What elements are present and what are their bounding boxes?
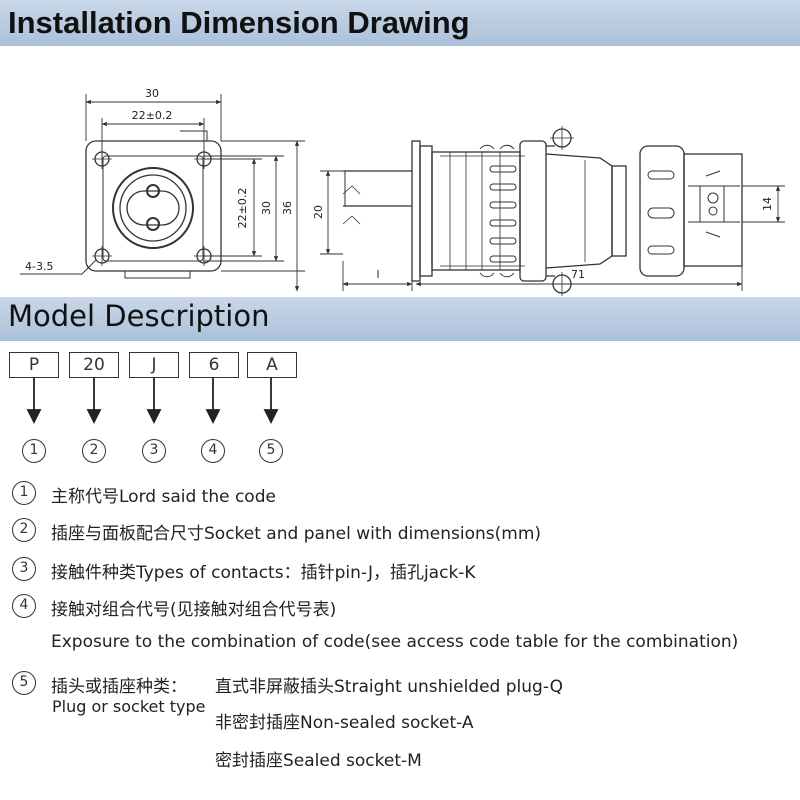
dim-length-total: 71 — [571, 268, 585, 281]
front-view — [20, 94, 305, 292]
desc-row-4-en: Exposure to the combination of code(see … — [51, 632, 739, 652]
code-box-1: P — [9, 352, 59, 378]
code-box-4: 6 — [189, 352, 239, 378]
code-arrows — [26, 378, 279, 425]
desc-number-2: 2 — [12, 518, 36, 542]
model-band — [0, 297, 800, 341]
dim-panel-height: 20 — [312, 205, 325, 219]
desc-row-2: 插座与面板配合尺寸Socket and panel with dimension… — [51, 524, 542, 544]
arrow-down-icon — [26, 378, 279, 425]
page-title: Installation Dimension Drawing — [8, 5, 470, 40]
code-number-3: 3 — [142, 439, 166, 463]
dimension-drawing: 30 22±0.2 22±0.2 30 36 4-3.5 — [20, 87, 785, 296]
code-number-4: 4 — [201, 439, 225, 463]
code-box-3: J — [129, 352, 179, 378]
code-box-5: A — [247, 352, 297, 378]
code-number-1: 1 — [22, 439, 46, 463]
dim-height-outer: 36 — [281, 201, 294, 215]
code-number-2: 2 — [82, 439, 106, 463]
dim-width-outer: 30 — [145, 87, 159, 100]
option-socket-m: 密封插座Sealed socket-M — [215, 751, 422, 771]
desc-number-5: 5 — [12, 671, 36, 695]
desc-number-3: 3 — [12, 557, 36, 581]
option-socket-a: 非密封插座Non-sealed socket-A — [215, 713, 474, 733]
desc-row-1: 主称代号Lord said the code — [51, 487, 276, 507]
dim-mount-holes: 4-3.5 — [25, 260, 53, 273]
dim-height-inner: 30 — [260, 201, 273, 215]
desc-number-1: 1 — [12, 481, 36, 505]
dim-length-l: l — [376, 268, 379, 281]
desc-row-5: 插头或插座种类： — [51, 677, 187, 697]
desc-row-5-en: Plug or socket type — [52, 697, 206, 716]
side-view — [320, 126, 785, 296]
title-band — [0, 0, 800, 46]
option-plug-q: 直式非屏蔽插头Straight unshielded plug-Q — [215, 677, 563, 697]
desc-number-4: 4 — [12, 594, 36, 618]
code-number-5: 5 — [259, 439, 283, 463]
code-box-2: 20 — [69, 352, 119, 378]
desc-row-3: 接触件种类Types of contacts：插针pin-J，插孔jack-K — [51, 563, 476, 583]
dim-hole-spacing-v: 22±0.2 — [236, 188, 249, 229]
dim-rear-height: 14 — [761, 197, 774, 211]
model-title: Model Description — [8, 299, 270, 333]
desc-row-4: 接触对组合代号(见接触对组合代号表) — [51, 600, 337, 620]
dim-hole-spacing-h: 22±0.2 — [132, 109, 173, 122]
